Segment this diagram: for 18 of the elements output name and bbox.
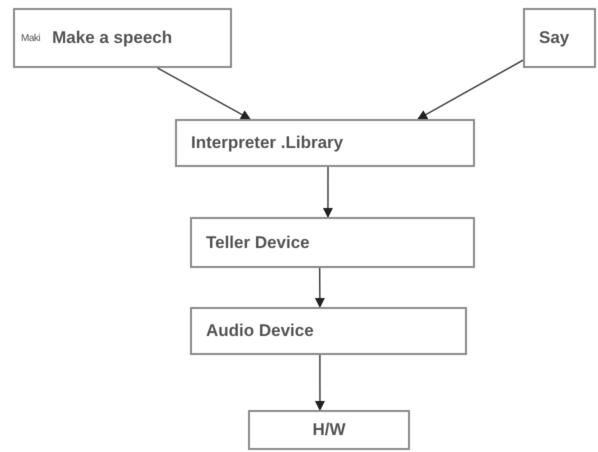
process-box: [13, 8, 232, 68]
box-label: Teller Device: [206, 232, 310, 254]
small-label: Maki: [21, 32, 40, 46]
box-label: H/W: [312, 419, 346, 442]
arrow: [314, 268, 325, 308]
process-box: [248, 410, 410, 450]
process-box: [523, 8, 596, 68]
box-label: Say: [539, 27, 570, 50]
box-label: Audio Device: [206, 320, 314, 342]
arrow: [314, 355, 325, 411]
process-box: [175, 119, 475, 167]
box-label: Make a speech: [52, 27, 172, 50]
arrow: [417, 60, 524, 120]
arrow: [157, 67, 251, 120]
process-box: [190, 217, 475, 268]
arrow: [322, 167, 333, 218]
process-box: [190, 307, 467, 355]
box-label: Interpreter .Library: [191, 132, 344, 154]
